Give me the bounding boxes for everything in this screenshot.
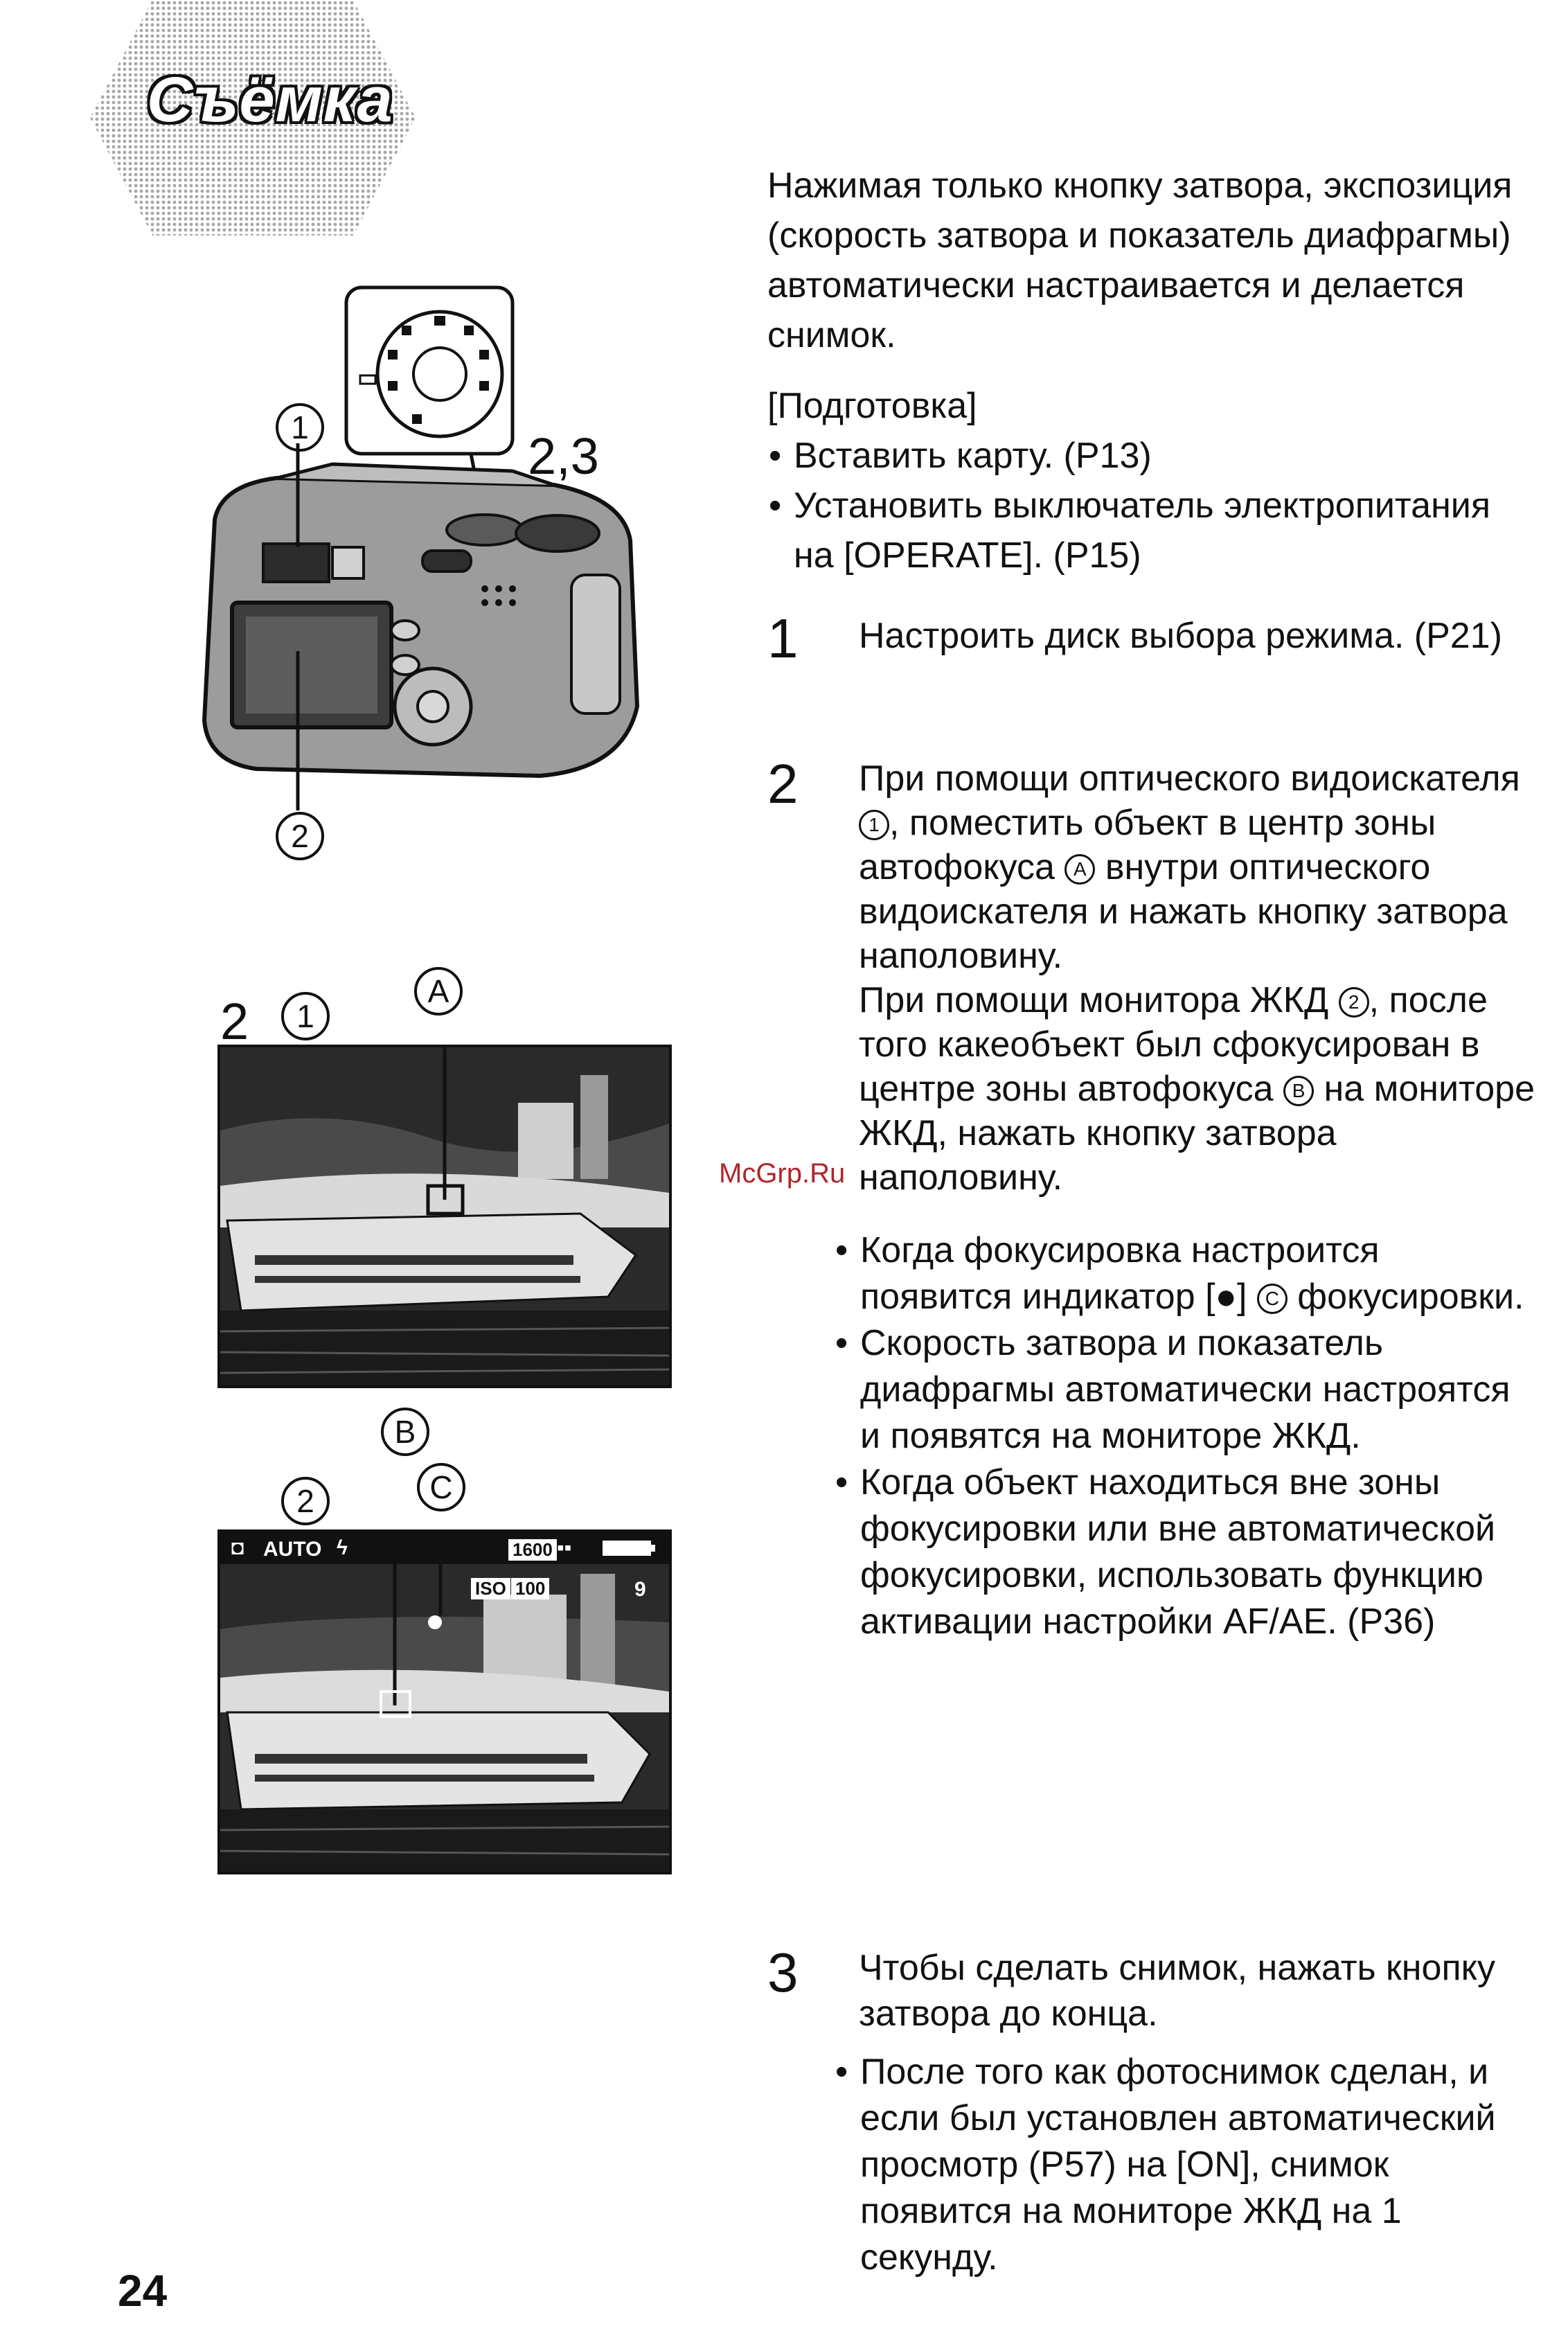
title-halftone-background <box>90 0 416 236</box>
note-item: Когда фокусировка настроится появится ин… <box>834 1227 1536 1320</box>
ref-focus-indicator-c: C <box>1256 1284 1288 1315</box>
lcd-iso-value: 100 <box>511 1578 550 1599</box>
step-number: 1 <box>767 607 799 669</box>
step-text: При помощи оптического видоискателя 1, п… <box>859 759 1535 1198</box>
camera-label-2-3: 2,3 <box>528 427 599 485</box>
ref-lcd-monitor: 2 <box>1338 987 1369 1018</box>
lcd-resolution: 1600 <box>508 1539 557 1561</box>
intro-paragraph: Нажимая только кнопку затвора, экспозици… <box>767 166 1513 355</box>
camera-illustration <box>202 285 640 810</box>
viewfinder-photo <box>217 1045 672 1388</box>
view1-callout-1: 1 <box>281 992 330 1040</box>
ref-af-area-a: A <box>1064 854 1096 885</box>
step-2: 2 При помощи оптического видоискателя 1,… <box>767 756 1536 1645</box>
preparation-list: Вставить карту. (P13) Установить выключа… <box>767 431 1536 580</box>
step-text: Настроить диск выбора режима. (P21) <box>859 616 1502 656</box>
watermark: McGrp.Ru <box>719 1158 846 1189</box>
camera-callout-2: 2 <box>276 812 324 860</box>
lcd-iso-label: ISO <box>471 1578 510 1599</box>
lcd-mode-auto: AUTO <box>263 1538 322 1561</box>
camera-callout-1: 1 <box>276 403 324 452</box>
note-item: Скорость затвора и показатель диафрагмы … <box>834 1320 1536 1460</box>
ref-viewfinder: 1 <box>859 810 889 841</box>
lcd-quality-icon: ▪▪ <box>557 1536 572 1559</box>
step-number: 3 <box>767 1942 799 2003</box>
preparation-heading: [Подготовка] <box>767 386 977 426</box>
step-1: 1 Настроить диск выбора режима. (P21) <box>767 611 1536 666</box>
preparation-section: [Подготовка] Вставить карту. (P13) Устан… <box>767 381 1536 580</box>
lcd-camera-icon: ◘ <box>231 1536 244 1559</box>
view2-callout-2: 2 <box>281 1477 330 1525</box>
note-item: После того как фотоснимок сделан, и если… <box>834 2049 1536 2281</box>
view1-step-label: 2 <box>220 993 249 1050</box>
step-3-notes: После того как фотоснимок сделан, и если… <box>834 2049 1536 2281</box>
preparation-item: Вставить карту. (P13) <box>767 431 1536 481</box>
lcd-flash-icon: ϟ <box>337 1536 348 1559</box>
step-number: 2 <box>767 753 799 815</box>
view2-callout-b: B <box>381 1408 429 1456</box>
note-item: Когда объект находиться вне зоны фокусир… <box>834 1460 1536 1645</box>
view2-callout-c: C <box>417 1463 465 1511</box>
preparation-item: Установить выключатель электропитания на… <box>767 481 1536 580</box>
ref-af-area-b: B <box>1283 1076 1315 1107</box>
lcd-photo: ◘ AUTO ϟ 1600 ▪▪ ISO 100 9 <box>217 1529 672 1874</box>
lcd-shots-remaining: 9 <box>634 1578 646 1601</box>
view1-callout-a: A <box>414 967 463 1015</box>
optical-viewfinder <box>262 542 330 583</box>
step-text: Чтобы сделать снимок, нажать кнопку затв… <box>859 1948 1495 2034</box>
page-number: 24 <box>118 2266 168 2316</box>
page-title: Съёмка <box>147 64 393 135</box>
step-2-notes: Когда фокусировка настроится появится ин… <box>834 1227 1536 1645</box>
step-3: 3 Чтобы сделать снимок, нажать кнопку за… <box>767 1945 1536 2281</box>
